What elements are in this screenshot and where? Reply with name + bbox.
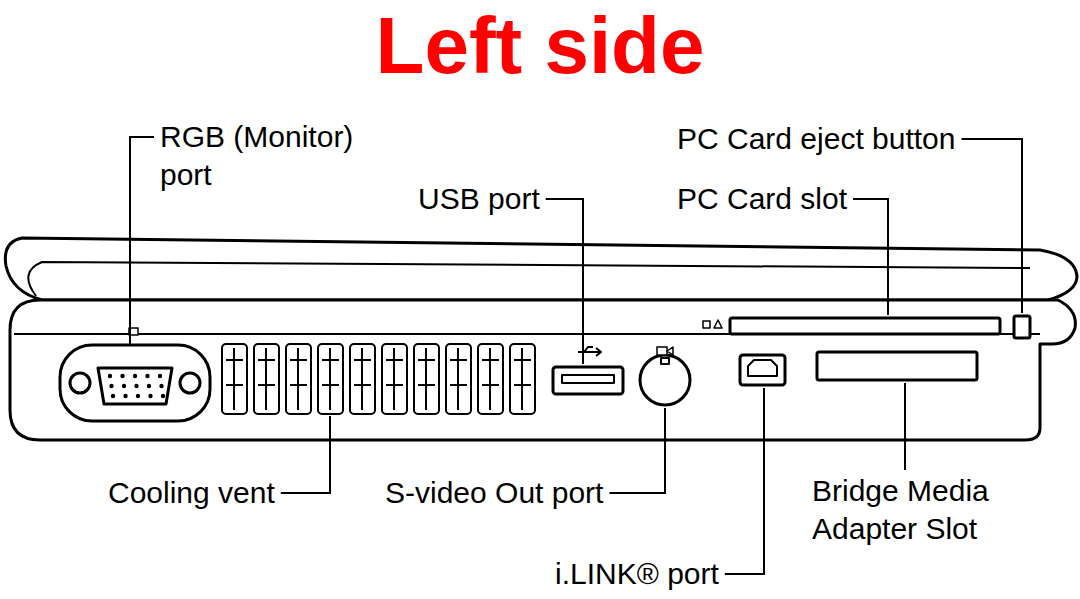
s-video-icon <box>667 347 673 355</box>
leader-line <box>961 139 1022 313</box>
part-label: PC Card slot <box>677 180 847 218</box>
bridge-media-slot <box>817 352 977 380</box>
pc-card-icon <box>703 321 710 328</box>
part-label: USB port <box>418 180 540 218</box>
laptop-lid <box>5 238 1077 300</box>
usb-icon <box>578 347 601 356</box>
rgb-pin <box>145 374 149 378</box>
vent-fin <box>254 344 279 414</box>
vent-fin-line <box>290 348 307 410</box>
i-link-port <box>740 355 785 385</box>
part-label: PC Card eject button <box>677 120 955 158</box>
vent-fin <box>510 344 535 414</box>
rgb-port-plate <box>60 345 210 421</box>
rgb-pin <box>148 394 152 398</box>
rgb-screw <box>180 373 200 393</box>
leader-line <box>130 137 154 345</box>
title: Left side <box>0 6 1080 86</box>
vent-fin <box>222 344 247 414</box>
vent-fin <box>318 344 343 414</box>
vent-fin-line <box>482 348 499 410</box>
rgb-pin <box>122 384 126 388</box>
leader-line <box>281 416 330 493</box>
pc-card-eject-button <box>1014 316 1030 338</box>
usb-port <box>553 367 623 394</box>
vent-fin <box>414 344 439 414</box>
part-label: Cooling vent <box>108 474 275 512</box>
s-video-key <box>661 358 669 364</box>
pc-card-icon <box>714 320 722 328</box>
s-video-icon <box>657 347 667 355</box>
vent-fin-line <box>418 348 435 410</box>
rgb-pin <box>120 374 124 378</box>
lid-inner-edge <box>28 262 1030 296</box>
pc-card-slot <box>730 318 1000 334</box>
vent-fin <box>478 344 503 414</box>
vent-fin <box>446 344 471 414</box>
rgb-pin <box>123 394 127 398</box>
leader-line <box>725 388 764 574</box>
vent-fin-line <box>258 348 275 410</box>
vent-fin <box>286 344 311 414</box>
i-link-socket <box>748 360 777 376</box>
vent-fin <box>350 344 375 414</box>
vent-fin-line <box>514 348 531 410</box>
part-label: RGB (Monitor) port <box>160 118 390 193</box>
vent-fin-line <box>322 348 339 410</box>
rgb-pin <box>133 374 137 378</box>
part-label: S-video Out port <box>385 474 603 512</box>
rgb-connector <box>98 368 172 404</box>
s-video-port <box>640 355 690 405</box>
laptop-base <box>10 300 1075 440</box>
leader-line <box>609 408 665 493</box>
leader-line <box>904 383 906 470</box>
rgb-pin <box>134 384 138 388</box>
vent-fin-line <box>354 348 371 410</box>
rgb-pin <box>111 394 115 398</box>
usb-port-tongue <box>562 375 614 383</box>
vent-fin <box>382 344 407 414</box>
rgb-pin <box>158 374 162 378</box>
rgb-pin <box>109 384 113 388</box>
rgb-screw <box>70 373 90 393</box>
vent-fin-line <box>226 348 243 410</box>
vent-fin-line <box>386 348 403 410</box>
leader-line <box>853 199 888 315</box>
vent-fin-line <box>450 348 467 410</box>
part-label: Bridge Media Adapter Slot <box>812 472 1042 547</box>
part-label: i.LINK® port <box>555 555 719 593</box>
leader-line <box>546 199 583 364</box>
rgb-pin <box>147 384 151 388</box>
rgb-pin <box>161 394 165 398</box>
rgb-pin <box>159 384 163 388</box>
rgb-pin <box>108 374 112 378</box>
rgb-pin <box>136 394 140 398</box>
